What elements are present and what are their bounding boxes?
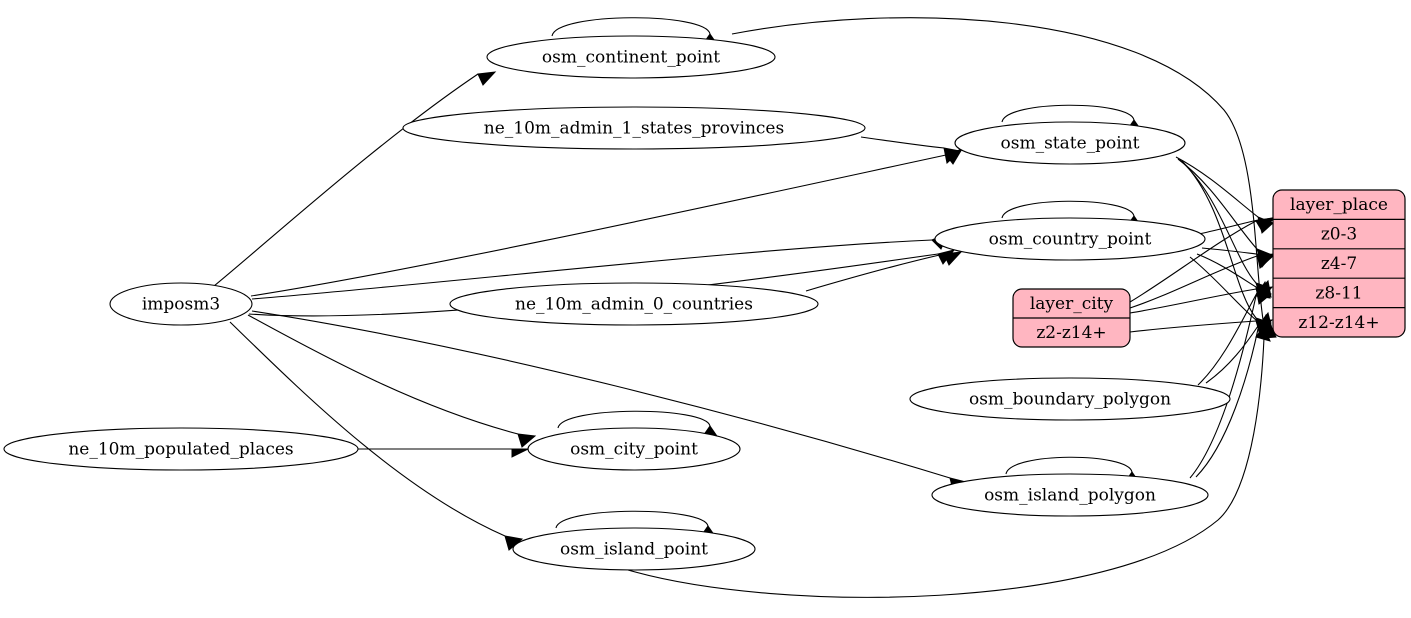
node-ne_10m_admin_0_countries[interactable]: ne_10m_admin_0_countries <box>449 282 819 326</box>
node-shape-ellipse <box>109 282 253 326</box>
record-row-layer_place_z12[interactable]: z12-z14+ <box>1298 313 1379 333</box>
edge-ne_10m_populated_places-to-osm_city_point <box>358 448 529 458</box>
nodes-layer: imposm3 ne_10m_populated_places ne_10m_adm… <box>3 35 1231 571</box>
node-osm_island_point[interactable]: osm_island_point <box>512 527 756 571</box>
node-osm_island_polygon[interactable]: osm_island_polygon <box>931 473 1209 517</box>
node-osm_boundary_polygon[interactable]: osm_boundary_polygon <box>909 377 1231 421</box>
node-label: ne_10m_admin_0_countries <box>515 295 753 315</box>
record-row-layer_place_title[interactable]: layer_place <box>1290 195 1388 215</box>
edge-osm_continent_point-to-layer_place_z12 <box>731 17 1271 342</box>
node-ne_10m_admin_1_states_provinces[interactable]: ne_10m_admin_1_states_provinces <box>402 106 866 150</box>
node-label: osm_island_point <box>560 540 708 560</box>
node-shape-ellipse <box>931 473 1209 517</box>
node-shape-ellipse <box>954 121 1186 165</box>
node-label: osm_continent_point <box>542 48 720 68</box>
record-row-layer_place_z0[interactable]: z0-3 <box>1321 225 1357 245</box>
arrowhead-icon <box>1255 280 1271 299</box>
record-row-layer_city_z2[interactable]: z2-z14+ <box>1036 323 1106 343</box>
node-shape-ellipse <box>527 427 741 471</box>
node-shape-ellipse <box>486 35 776 79</box>
edge-osm_state_point-to-layer_place_z8 <box>1179 159 1272 300</box>
node-label: ne_10m_admin_1_states_provinces <box>484 119 784 139</box>
edges-layer <box>213 17 1277 598</box>
record-node-layer_place[interactable]: layer_place z0-3 z4-7 z8-11 z12-z14+ <box>1272 189 1406 338</box>
arrowhead-icon <box>517 433 537 448</box>
node-label: ne_10m_populated_places <box>68 440 293 460</box>
arrowhead-icon <box>477 71 497 86</box>
node-label: osm_city_point <box>570 440 698 460</box>
edge-imposm3-to-osm_city_point <box>247 314 537 448</box>
node-ne_10m_populated_places[interactable]: ne_10m_populated_places <box>3 427 359 471</box>
node-label: osm_country_point <box>989 230 1152 250</box>
record-row-layer_city_title[interactable]: layer_city <box>1030 294 1114 314</box>
edge-layer_city_z2-to-layer_place_z12 <box>1129 319 1274 334</box>
edge-layer_city_title-to-layer_place_z4 <box>1129 253 1275 309</box>
edge-layer_city_title-to-layer_place_z0 <box>1129 217 1274 303</box>
node-label: osm_boundary_polygon <box>969 390 1171 410</box>
arrowhead-icon <box>1255 217 1274 232</box>
edge-osm_island_point-to-layer_place_z12 <box>627 320 1277 598</box>
node-shape-ellipse <box>402 106 866 150</box>
node-label: osm_state_point <box>1001 134 1140 154</box>
node-shape-ellipse <box>3 427 359 471</box>
record-row-layer_place_z4[interactable]: z4-7 <box>1321 254 1357 274</box>
record-nodes-layer: layer_city z2-z14+ layer_place z0-3 z4-7 z8-1… <box>1012 189 1406 348</box>
arrowhead-icon <box>1256 253 1275 268</box>
arrowhead-icon <box>511 448 529 458</box>
node-shape-ellipse <box>909 377 1231 421</box>
edge-osm_island_polygon-to-layer_place_z8 <box>1189 280 1271 479</box>
node-label: osm_island_polygon <box>984 486 1156 506</box>
arrowhead-icon <box>1263 320 1277 339</box>
node-shape-ellipse <box>449 282 819 326</box>
record-row-layer_place_z8[interactable]: z8-11 <box>1315 283 1362 303</box>
edge-imposm3-to-osm_continent_point <box>213 71 497 287</box>
edge-ne_10m_admin_0_countries-to-osm_country_point <box>805 251 963 292</box>
edge-imposm3-to-osm_state_point <box>250 148 964 297</box>
node-label: imposm3 <box>142 295 220 315</box>
record-outline <box>1272 189 1406 338</box>
node-imposm3[interactable]: imposm3 <box>109 282 253 326</box>
arrowhead-icon <box>943 147 962 164</box>
arrowhead-icon <box>943 251 963 266</box>
edge-ne_10m_admin_1_states_provinces-to-osm_state_point <box>860 136 962 164</box>
node-osm_continent_point[interactable]: osm_continent_point <box>486 35 776 79</box>
node-osm_state_point[interactable]: osm_state_point <box>954 121 1186 165</box>
node-osm_city_point[interactable]: osm_city_point <box>527 427 741 471</box>
record-node-layer_city[interactable]: layer_city z2-z14+ <box>1012 288 1131 348</box>
node-shape-ellipse <box>934 217 1206 261</box>
node-shape-ellipse <box>512 527 756 571</box>
node-osm_country_point[interactable]: osm_country_point <box>934 217 1206 261</box>
edge-osm_state_point-to-layer_place_z4 <box>1177 158 1273 266</box>
